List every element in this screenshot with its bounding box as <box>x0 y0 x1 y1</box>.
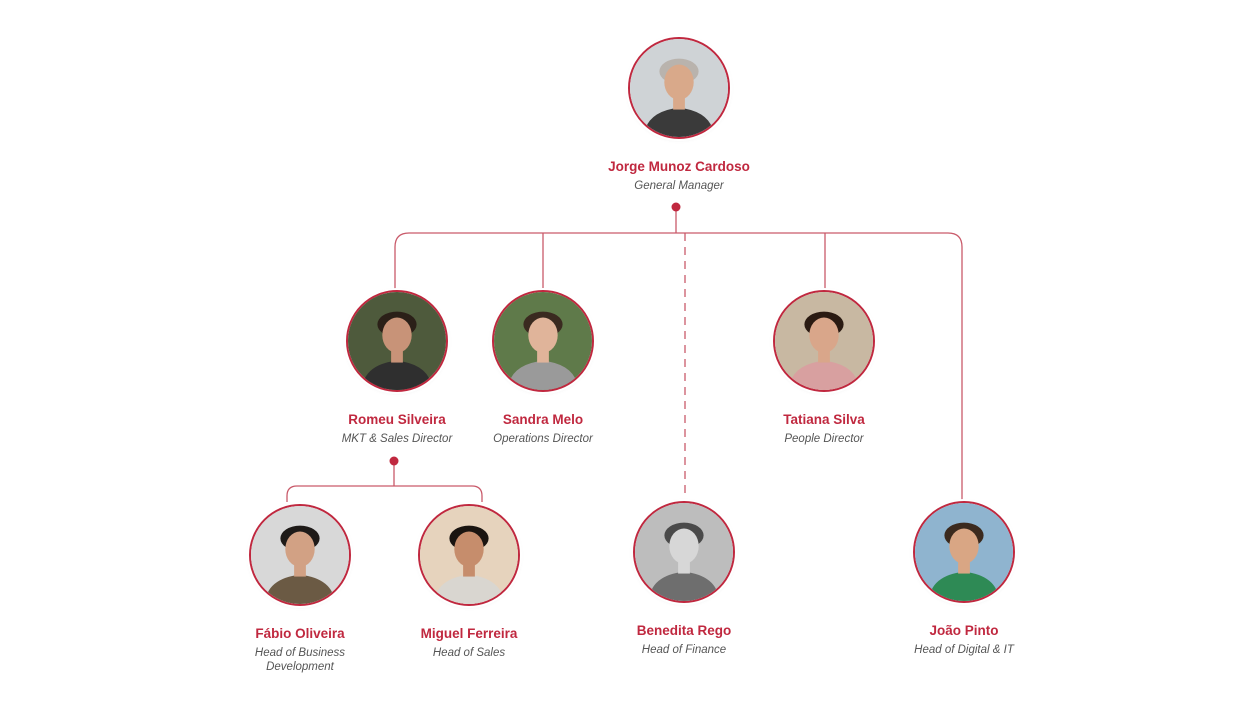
person-role: Head of Digital & IT <box>914 644 1014 656</box>
person-card-benedita: Benedita Rego Head of Finance <box>589 501 779 657</box>
gm-connector-dot <box>671 202 681 212</box>
romeu-connector-dot <box>389 456 399 466</box>
person-card-miguel: Miguel Ferreira Head of Sales <box>374 504 564 660</box>
person-card-fabio: Fábio Oliveira Head of Business Developm… <box>205 504 395 674</box>
avatar <box>249 504 351 606</box>
person-name: Romeu Silveira <box>348 412 446 427</box>
person-name: Fábio Oliveira <box>255 626 345 641</box>
person-name: Benedita Rego <box>636 623 732 638</box>
person-card-romeu: Romeu Silveira MKT & Sales Director <box>302 290 492 446</box>
person-name: Sandra Melo <box>502 412 584 427</box>
person-role: MKT & Sales Director <box>341 433 453 445</box>
avatar <box>418 504 520 606</box>
avatar <box>628 37 730 139</box>
person-role: Operations Director <box>493 433 593 445</box>
portrait-illustration <box>420 506 518 604</box>
portrait-illustration <box>915 503 1013 601</box>
portrait-illustration <box>775 292 873 390</box>
avatar <box>773 290 875 392</box>
main-bus-line <box>394 232 963 500</box>
person-card-joao: João Pinto Head of Digital & IT <box>869 501 1059 657</box>
person-name: Jorge Munoz Cardoso <box>608 159 750 174</box>
portrait-illustration <box>494 292 592 390</box>
person-card-jorge: Jorge Munoz Cardoso General Manager <box>584 37 774 193</box>
portrait-illustration <box>635 503 733 601</box>
person-card-sandra: Sandra Melo Operations Director <box>448 290 638 446</box>
person-role: People Director <box>784 433 864 445</box>
portrait-illustration <box>348 292 446 390</box>
portrait-illustration <box>251 506 349 604</box>
person-role: Head of Finance <box>641 644 727 656</box>
portrait-illustration <box>630 39 728 137</box>
person-name: João Pinto <box>929 623 999 638</box>
person-role: Head of Sales <box>432 647 506 659</box>
person-name: Miguel Ferreira <box>420 626 518 641</box>
avatar <box>346 290 448 392</box>
person-role: Head of Business Development <box>254 647 346 673</box>
person-name: Tatiana Silva <box>783 412 865 427</box>
person-role: General Manager <box>634 180 724 192</box>
avatar <box>492 290 594 392</box>
romeu-sub-bus-line <box>286 485 483 502</box>
person-card-tatiana: Tatiana Silva People Director <box>729 290 919 446</box>
avatar <box>633 501 735 603</box>
avatar <box>913 501 1015 603</box>
